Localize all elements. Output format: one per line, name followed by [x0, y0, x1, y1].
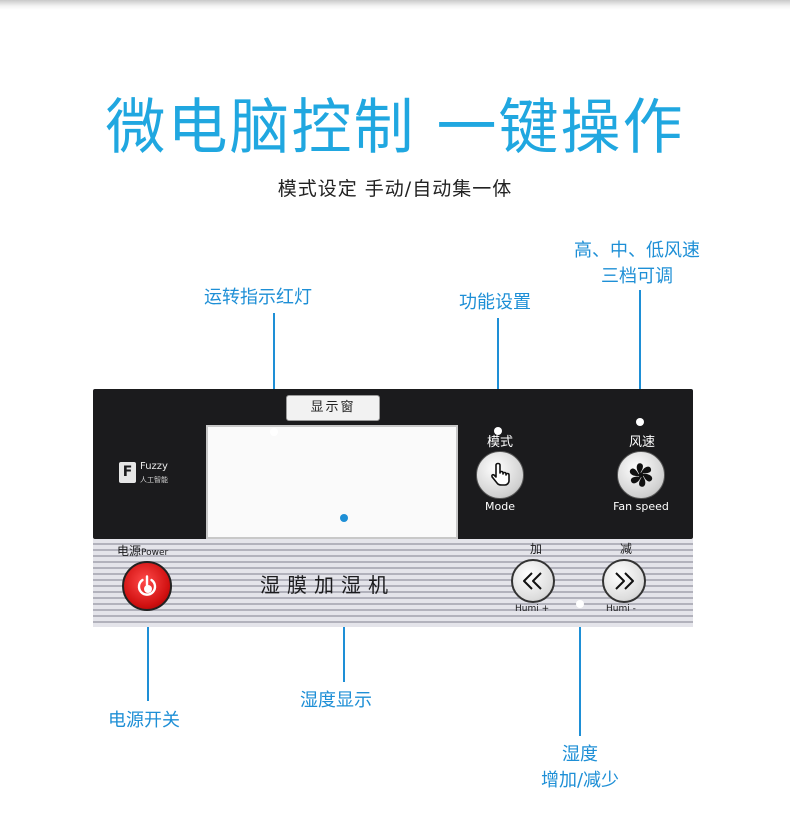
- double-chevron-left-icon: [523, 572, 542, 590]
- product-name: 湿膜加湿机: [260, 573, 395, 597]
- callout-fan-line2: 三档可调: [601, 266, 673, 287]
- display-window: [206, 425, 458, 539]
- callout-adjust-line1: 湿度: [562, 744, 598, 765]
- callout-humidity-adjust: 湿度 增加/减少: [520, 742, 640, 794]
- decrease-label-cn: 减: [620, 542, 633, 556]
- brand-subtitle: 人工智能: [140, 476, 168, 484]
- callout-function-line: [497, 318, 499, 430]
- power-label-cn: 电源: [117, 544, 142, 558]
- callout-humidity-display: 湿度显示: [300, 690, 372, 711]
- callout-dot-adjust: [576, 600, 584, 608]
- mode-button[interactable]: [476, 451, 524, 499]
- double-chevron-right-icon: [615, 572, 634, 590]
- page-subtitle: 模式设定 手动/自动集一体: [277, 178, 513, 200]
- callout-indicator: 运转指示红灯: [204, 287, 312, 308]
- hand-pointer-icon: [491, 462, 510, 486]
- fan-icon: [629, 463, 653, 487]
- fan-label-cn: 风速: [628, 435, 655, 450]
- power-label-en: Power: [141, 548, 169, 558]
- fan-speed-button[interactable]: [617, 451, 665, 499]
- callout-function: 功能设置: [459, 292, 531, 313]
- brand-name: Fuzzy: [140, 461, 168, 472]
- power-label: 电源Power: [117, 542, 168, 559]
- display-window-tab: 显示窗: [286, 395, 380, 421]
- callout-dot-fan: [636, 418, 644, 426]
- page-title: 微电脑控制 一键操作: [105, 93, 685, 163]
- callout-power-line: [147, 589, 149, 701]
- mode-label-en: Mode: [485, 500, 515, 513]
- mode-label-cn: 模式: [486, 435, 513, 450]
- callout-dot-display: [340, 514, 348, 522]
- control-panel: 显示窗 F Fuzzy 人工智能 模式 Mode 风速 Fan speed 电源…: [93, 389, 693, 627]
- fan-label-en: Fan speed: [613, 500, 669, 513]
- humidity-increase-button[interactable]: [511, 559, 555, 603]
- increase-label-en: Humi +: [515, 604, 550, 614]
- callout-indicator-line: [273, 313, 275, 431]
- callout-fan-line: [639, 290, 641, 420]
- callout-dot-function: [494, 427, 502, 435]
- humidity-decrease-button[interactable]: [602, 559, 646, 603]
- callout-adjust-line2: 增加/减少: [540, 770, 620, 791]
- callout-fan-speed: 高、中、低风速 三档可调: [557, 238, 717, 290]
- increase-label-cn: 加: [530, 542, 543, 556]
- decrease-label-en: Humi -: [606, 604, 636, 614]
- power-icon: [137, 575, 157, 596]
- callout-dot-power: [144, 585, 152, 593]
- callout-power: 电源开关: [108, 710, 180, 731]
- callout-adjust-line: [579, 604, 581, 736]
- top-shadow-bar: [0, 0, 790, 10]
- panel-bottom-striped: [93, 539, 693, 627]
- callout-fan-line1: 高、中、低风速: [574, 240, 700, 261]
- brand-logo-icon: F: [119, 462, 136, 483]
- callout-dot-indicator: [270, 428, 278, 436]
